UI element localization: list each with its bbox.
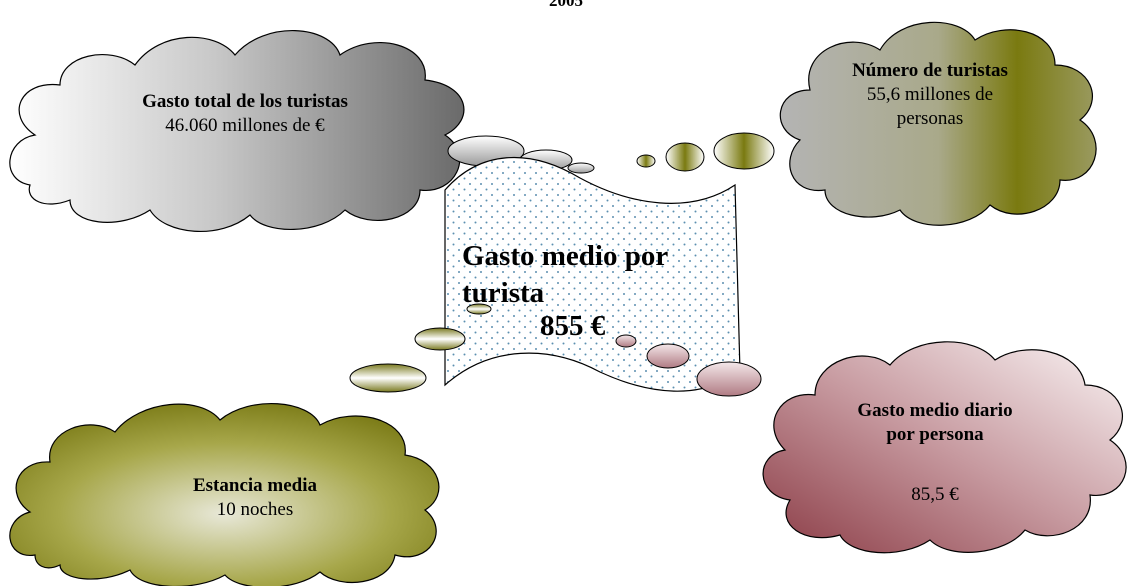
bubble-olive-2 [665,142,705,172]
center-value: 855 € [540,310,606,342]
cloud-daily-value: 85,5 € [911,484,959,505]
cloud-tourists-title: Número de turistas [852,60,1008,81]
bubble-daily-2 [646,343,690,369]
bubble-stay-3 [349,363,427,393]
cloud-tourists-text: Número de turistas 55,6 millones de pers… [810,59,1050,130]
cloud-total-spend-text: Gasto total de los turistas 46.060 millo… [100,90,390,138]
cloud-total-spend [9,30,465,232]
cloud-tourists [779,21,1097,226]
bubble-olive-3 [713,132,775,170]
cloud-stay-value: 10 noches [216,498,294,520]
cloud-stay-text: Estancia media 10 noches [130,474,380,522]
center-title: Gasto medio por turista [462,240,668,310]
cloud-daily [762,341,1127,554]
bubble-stay-2 [414,327,466,351]
cloud-total-spend-title: Gasto total de los turistas [142,91,348,112]
bubble-stay-1 [466,303,492,315]
cloud-stay [9,403,440,586]
cloud-daily-title: Gasto medio diario por persona [857,400,1013,445]
cloud-total-spend-value: 46.060 millones de € [165,114,325,136]
bubble-gray-3 [567,162,595,174]
cloud-stay-title: Estancia media [192,475,318,496]
bubble-daily-1 [615,334,637,348]
year-heading: 2005 [549,0,583,10]
cloud-tourists-value: 55,6 millones de personas [866,83,994,129]
bubble-olive-1 [636,154,656,168]
bubble-daily-3 [696,361,762,397]
